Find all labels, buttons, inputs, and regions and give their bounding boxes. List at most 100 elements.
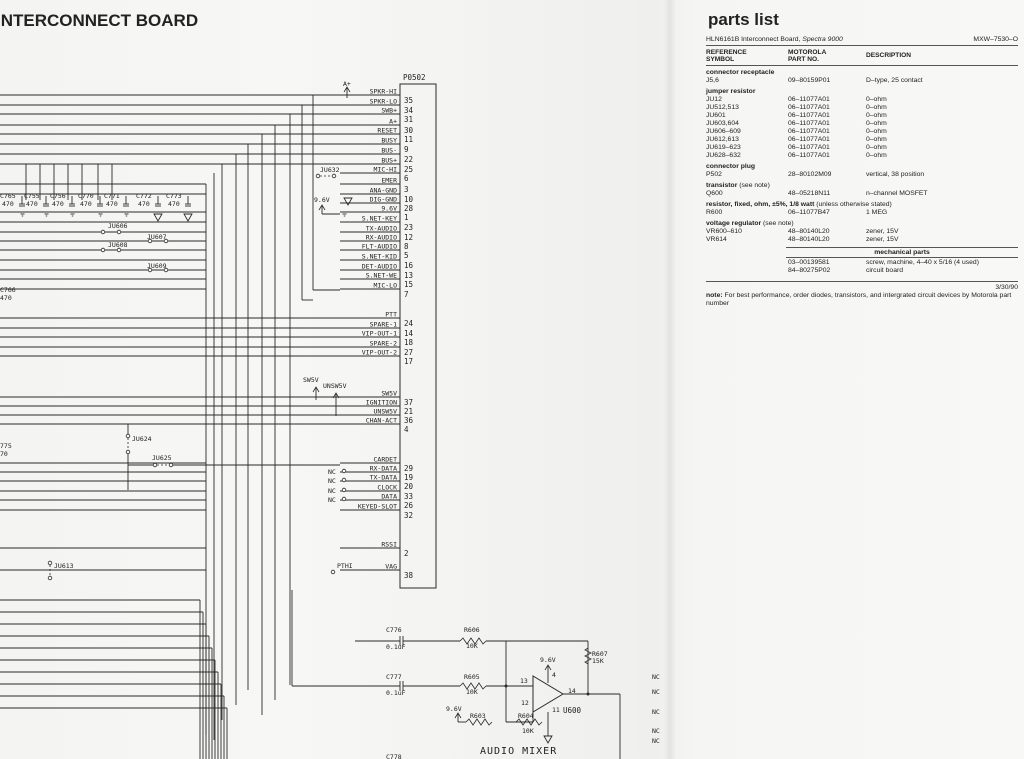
pin-number: 7 (404, 290, 409, 299)
unsw5v-label: UNSW5V (323, 382, 347, 390)
jumper-contact (116, 247, 122, 253)
pin-label: SPKR-HI (370, 88, 397, 96)
pin-number: 33 (404, 492, 413, 501)
header-ref-line2: SYMBOL (706, 56, 735, 63)
group-name: transistor (706, 182, 738, 189)
parts-cell-part: 48–80140L20 (788, 228, 830, 235)
pin-number: 22 (404, 155, 413, 164)
jumper-label: JU606 (108, 222, 128, 230)
parts-cell-ref: JU601 (706, 112, 726, 119)
pin-number: 34 (404, 106, 414, 115)
pin-number: 36 (404, 416, 414, 425)
group-name: connector receptacle (706, 69, 775, 76)
parts-cell-desc: zener, 15V (866, 236, 899, 243)
parts-list-title: parts list (708, 10, 779, 29)
jumper-label: JU607 (147, 233, 167, 241)
parts-cell-part: 06–11077A01 (788, 152, 830, 159)
group-note: (unless otherwise stated) (814, 201, 892, 208)
parts-group-heading: transistor (see note) (706, 182, 1018, 190)
pin-number: 32 (404, 511, 413, 520)
parts-cell-part: 09–80159P01 (788, 77, 831, 84)
arrow-down-icon (153, 213, 163, 222)
arrow-up-icon (454, 712, 462, 719)
capacitor-ref: C756 (50, 192, 66, 200)
group-name: jumper resistor (706, 88, 756, 95)
pin-number: 30 (404, 126, 414, 135)
pin-number: 2 (404, 549, 409, 558)
parts-cell-part: 06–11077A01 (788, 136, 830, 143)
pin-label: S.NET-WE (366, 272, 397, 280)
pin-number: 37 (404, 398, 413, 407)
pin-label: DATA (381, 493, 397, 501)
pin-number: 35 (404, 96, 413, 105)
capacitor-c777-ref: C777 (386, 673, 402, 681)
pin-label: RESET (377, 127, 397, 135)
pin-label: TX-AUDIO (366, 225, 397, 233)
parts-cell-ref: J5,6 (706, 77, 719, 84)
model-line: HLN6161B Interconnect Board, Spectra 900… (706, 36, 843, 43)
pin-label: SPARE-2 (370, 340, 397, 348)
pin-label: UNSW5V (374, 408, 398, 416)
parts-cell-part: 84–80275P02 (788, 267, 831, 274)
arrow-down-icon (183, 213, 193, 222)
parts-cell-ref: P502 (706, 171, 722, 178)
arrow-up-icon (343, 86, 351, 93)
pin-label: A+ (389, 118, 397, 126)
jumper-contact (163, 267, 169, 273)
pin-number: 14 (404, 329, 414, 338)
parts-cell-desc: vertical, 38 position (866, 171, 925, 178)
pin-label: CHAN-ACT (366, 417, 397, 425)
u600-nc-label: NC (652, 727, 660, 735)
op-amp-ref: U600 (563, 706, 582, 715)
jumper-contact (315, 173, 321, 179)
header-part-line2: PART NO. (788, 56, 820, 63)
parts-cell-ref (706, 267, 788, 275)
parts-cell-ref: JU12 (706, 96, 722, 103)
pin-number: 21 (404, 407, 413, 416)
supply-label-9-6v: 9.6V (314, 196, 330, 204)
jumper-label: JU624 (132, 435, 152, 443)
parts-cell-part: 06–11077A01 (788, 104, 830, 111)
parts-group-heading: connector plug (706, 163, 1018, 171)
pin-number: 18 (404, 338, 414, 347)
pin-label: ANA-GND (370, 187, 397, 195)
parts-cell-part: 06–11077A01 (788, 120, 830, 127)
parts-cell-part: 28–80102M09 (788, 171, 832, 178)
parts-cell-part: 06–11077B47 (788, 209, 830, 216)
parts-cell-ref: JU606–609 (706, 128, 741, 135)
jumper-contact (152, 462, 158, 468)
parts-list-subtitle: HLN6161B Interconnect Board, Spectra 900… (706, 36, 1018, 46)
pin-label: MIC-HI (374, 166, 398, 174)
nc-label: NC (328, 487, 336, 495)
op-amp-supply: 9.6V (540, 656, 556, 664)
op-amp-pin-12: 12 (521, 699, 529, 707)
pin-number: 5 (404, 251, 409, 260)
pin-number: 26 (404, 501, 414, 510)
pin-number: 8 (404, 242, 409, 251)
pin-label: FLT-AUDIO (362, 243, 397, 251)
pin-number: 9 (404, 145, 409, 154)
capacitor-c775-ref: 775 (0, 442, 12, 450)
pin-label: RSSI (381, 541, 397, 549)
capacitor-value: 470 (168, 200, 180, 208)
note-text: For best performance, order diodes, tran… (706, 292, 1012, 307)
pin-label: SW5V (381, 390, 397, 398)
r603-supply: 9.6V (446, 705, 462, 713)
board-title: INTERCONNECT BOARD (0, 11, 198, 30)
jumper-label: JU632 (320, 166, 340, 174)
pin-label: IGNITION (366, 399, 397, 407)
pin-number: 25 (404, 165, 413, 174)
parts-cell-ref: JU603,604 (706, 120, 739, 127)
parts-cell-desc: 0–ohm (866, 104, 887, 111)
pin-label: PTT (385, 311, 397, 319)
header-ref-line1: REFERENCE (706, 49, 747, 56)
parts-list: parts list HLN6161B Interconnect Board, … (706, 8, 1018, 338)
